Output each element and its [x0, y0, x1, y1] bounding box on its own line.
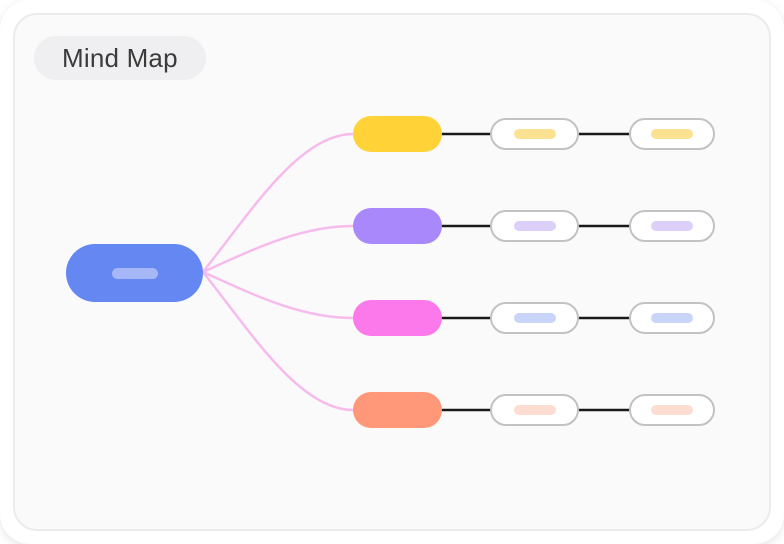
root-node[interactable]	[66, 244, 203, 302]
placeholder-text-bar	[513, 313, 556, 323]
placeholder-text-bar	[651, 405, 693, 415]
placeholder-text-bar	[651, 129, 693, 139]
child-node[interactable]	[629, 210, 715, 242]
child-node[interactable]	[629, 118, 715, 150]
placeholder-text-bar	[513, 129, 556, 139]
branch-node[interactable]	[353, 116, 442, 152]
placeholder-text-bar	[513, 405, 556, 415]
child-node[interactable]	[629, 394, 715, 426]
branch-link	[201, 270, 355, 412]
child-node[interactable]	[490, 210, 579, 242]
branch-node[interactable]	[353, 208, 442, 244]
page-title: Mind Map	[62, 42, 178, 73]
page-title-badge: Mind Map	[34, 36, 206, 80]
branch-node[interactable]	[353, 392, 442, 428]
placeholder-text-bar	[651, 313, 693, 323]
placeholder-text-bar	[111, 267, 158, 279]
branch-link	[201, 270, 355, 320]
child-node[interactable]	[490, 118, 579, 150]
placeholder-text-bar	[651, 221, 693, 231]
child-node[interactable]	[490, 302, 579, 334]
child-node[interactable]	[490, 394, 579, 426]
branch-link	[201, 224, 355, 274]
branch-node[interactable]	[353, 300, 442, 336]
placeholder-text-bar	[513, 221, 556, 231]
child-node[interactable]	[629, 302, 715, 334]
branch-link	[201, 132, 355, 274]
